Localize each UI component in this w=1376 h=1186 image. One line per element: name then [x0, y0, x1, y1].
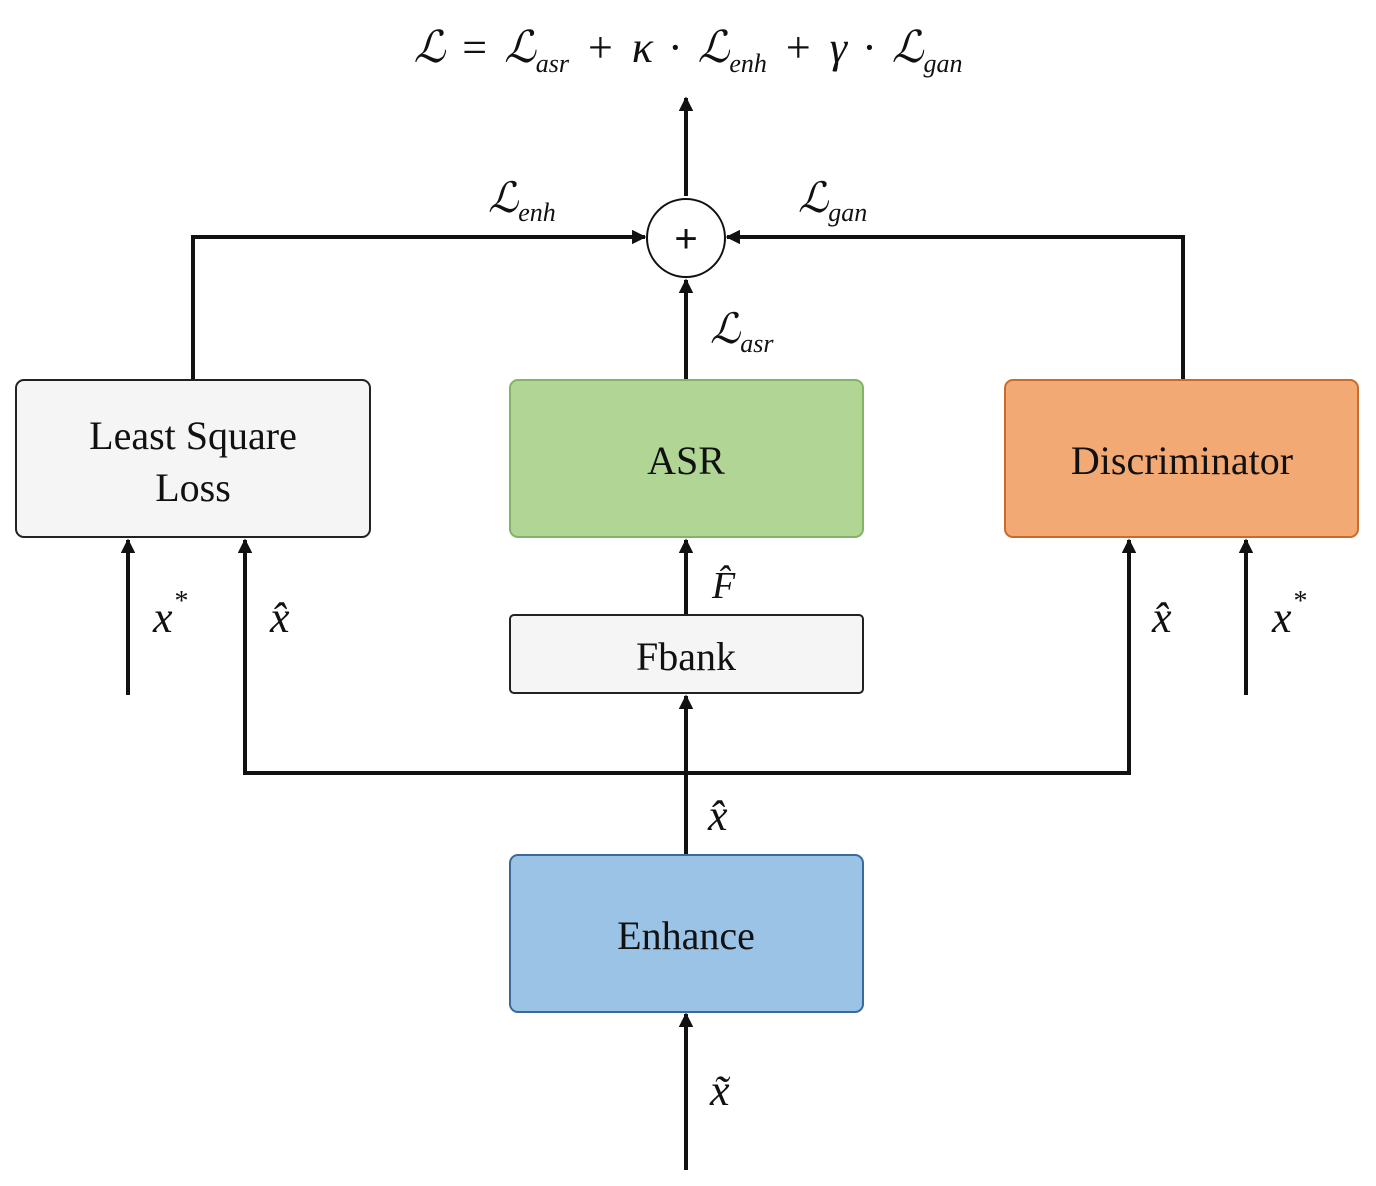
- formula-term-gan-sub: gan: [923, 49, 962, 78]
- label-x-tilde-input: x̃: [709, 1066, 731, 1115]
- formula-term-asr: ℒ: [504, 23, 537, 72]
- formula-plus-2: +: [786, 23, 811, 72]
- formula-term-enh-sub: enh: [729, 49, 767, 78]
- formula-plus-1: +: [588, 23, 613, 72]
- asr-label: ASR: [647, 438, 725, 483]
- label-x-hat-disc: x̂: [1151, 593, 1172, 642]
- least-square-loss-line2: Loss: [155, 465, 231, 510]
- fbank-box: Fbank: [509, 614, 864, 694]
- formula-dot-1: ·: [668, 23, 683, 72]
- connections: [120, 96, 1254, 1170]
- asr-box: ASR: [509, 379, 864, 538]
- formula-term-asr-sub: asr: [536, 49, 570, 78]
- sum-symbol: +: [674, 217, 697, 261]
- formula-gamma: γ: [830, 23, 849, 72]
- formula-kappa: κ: [632, 23, 654, 72]
- label-f-hat: F̂: [711, 565, 736, 607]
- label-x-star-disc: x*: [1271, 586, 1308, 642]
- enhance-label: Enhance: [617, 913, 755, 958]
- label-l-asr: ℒasr: [710, 307, 774, 358]
- label-x-hat-lsl: x̂: [269, 593, 290, 642]
- least-square-loss-line1: Least Square: [89, 413, 297, 458]
- arrow-lsl-to-sum: [191, 229, 647, 380]
- arrow-disc-to-sum: [725, 229, 1185, 380]
- total-loss-formula: ℒ = ℒasr + κ · ℒenh + γ · ℒgan: [414, 23, 963, 82]
- discriminator-label: Discriminator: [1071, 438, 1293, 483]
- formula-lhs: ℒ: [414, 23, 447, 72]
- least-square-loss-box: Least Square Loss: [15, 379, 371, 538]
- sum-node: +: [646, 198, 726, 278]
- formula-term-enh: ℒ: [698, 23, 731, 72]
- label-x-hat-enhance-out: x̂: [707, 791, 728, 840]
- formula-term-gan: ℒ: [892, 23, 925, 72]
- label-l-enh: ℒenh: [488, 176, 556, 227]
- label-x-star-lsl: x*: [152, 586, 189, 642]
- formula-dot-2: ·: [862, 23, 877, 72]
- discriminator-box: Discriminator: [1004, 379, 1359, 538]
- fbank-label: Fbank: [636, 634, 736, 679]
- formula-equals: =: [462, 23, 487, 72]
- enhance-box: Enhance: [509, 854, 864, 1013]
- label-l-gan: ℒgan: [798, 176, 867, 227]
